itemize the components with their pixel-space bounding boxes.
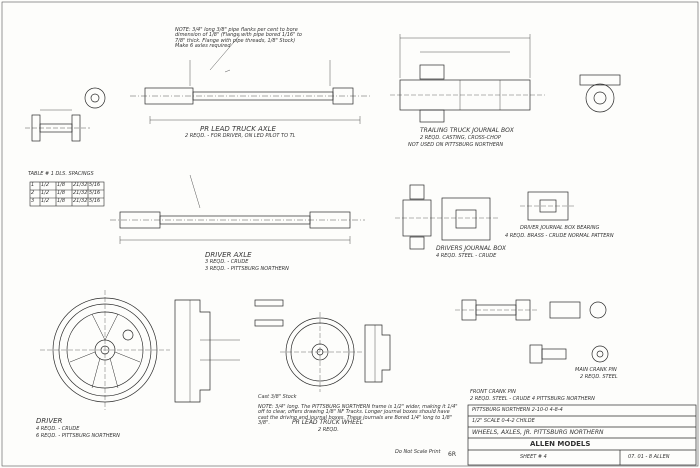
driver-journal-box-drawing: DRIVER JOURNAL BOX BEARING bbox=[520, 225, 600, 231]
driver-sub1: 4 REQD. - CRUDE bbox=[36, 426, 80, 432]
journal-box-bearing-view bbox=[520, 191, 576, 221]
driver-axle-label: DRIVER AXLE bbox=[205, 251, 252, 259]
driver-label: DRIVER bbox=[36, 417, 63, 425]
table-cell: 21/32 bbox=[73, 190, 88, 196]
crank-pin-sub: 2 REQD. STEEL bbox=[580, 374, 618, 380]
table-cell: 1/8 bbox=[57, 190, 66, 196]
lead-truck-axle-label: PR LEAD TRUCK AXLE bbox=[200, 125, 276, 133]
drivers-journal-box-label: DRIVERS JOURNAL BOX bbox=[436, 245, 507, 252]
trailing-truck-journal-box bbox=[390, 34, 545, 123]
lead-truck-wheel-view bbox=[280, 312, 362, 392]
table-cell: 3 bbox=[31, 198, 35, 204]
revision-stamp: 6R bbox=[448, 451, 456, 458]
table-cell: 1/2 bbox=[41, 182, 50, 188]
crank-pin-label: MAIN CRANK PIN bbox=[575, 367, 617, 373]
table-cell: 21/32 bbox=[73, 182, 88, 188]
spacing-table bbox=[29, 181, 105, 207]
lead-truck-wheel-sub: 2 REQD. bbox=[318, 427, 339, 433]
table-cell: 21/32 bbox=[73, 198, 88, 204]
driver-wheel-section bbox=[174, 299, 240, 403]
driver-journal-box-sub: 4 REQD. BRASS - CRUDE NORMAL PATTERN bbox=[505, 233, 614, 239]
table-cell: 5/16 bbox=[89, 198, 101, 204]
wheelset-side-view bbox=[25, 109, 90, 142]
table-cell: 1/8 bbox=[57, 198, 66, 204]
crank-pin-view bbox=[455, 299, 607, 321]
pin-detail-view bbox=[254, 299, 284, 327]
title-line2: 1/2" SCALE 0-4-2 CHILDE bbox=[472, 418, 535, 424]
drawing-date: 07. 01 - 8 ALLEN bbox=[628, 454, 670, 460]
note-bottom: NOTE: 3/4" long. The PITTSBURG NORTHERN … bbox=[258, 404, 458, 426]
do-not-scale: Do Not Scale Print bbox=[395, 449, 441, 455]
table-title: TABLE # 1 DLS. SPACINGS bbox=[28, 171, 94, 177]
driver-sub2: 6 REQD. - PITTSBURG NORTHERN bbox=[36, 433, 120, 439]
table-cell: 5/16 bbox=[89, 182, 101, 188]
lead-truck-wheel-label: PR LEAD TRUCK WHEEL bbox=[292, 419, 364, 426]
company-name: ALLEN MODELS bbox=[530, 440, 591, 448]
sheet-number: SHEET # 4 bbox=[520, 454, 547, 460]
table-cell: 2 bbox=[31, 190, 35, 196]
front-crank-pin-sub: 2 REQD. STEEL - CRUDE 4 PITTSBURG NORTHE… bbox=[470, 396, 595, 402]
wheel-stock-note: Cast 3/8" Stock bbox=[258, 394, 297, 400]
title-line3: WHEELS, AXLES, JR. PITTSBURG NORTHERN bbox=[472, 429, 604, 436]
drivers-journal-box-view bbox=[395, 184, 500, 250]
journal-box-end-view bbox=[579, 74, 621, 113]
front-crank-pin-label: FRONT CRANK PIN bbox=[470, 389, 516, 395]
title-line1: PITTSBURG NORTHERN 2-10-0 4-8-4 bbox=[472, 407, 563, 413]
trailing-truck-journal-sub2: NOT USED ON PITTSBURG NORTHERN bbox=[408, 142, 504, 148]
trailing-truck-journal-label: TRAILING TRUCK JOURNAL BOX bbox=[420, 127, 514, 134]
driver-wheel-view bbox=[40, 290, 170, 410]
title-block-frame bbox=[467, 404, 697, 466]
lead-truck-axle-view bbox=[130, 34, 370, 124]
drivers-journal-box-sub: 4 REQD. STEEL - CRUDE bbox=[436, 253, 497, 259]
main-crank-pin-view bbox=[529, 344, 609, 364]
lead-truck-wheel-section bbox=[364, 324, 391, 383]
driver-axle-sub2: 3 REQD. - PITTSBURG NORTHERN bbox=[205, 266, 289, 272]
table-cell: 5/16 bbox=[89, 190, 101, 196]
driver-axle-view bbox=[110, 174, 365, 244]
axle-end-view bbox=[84, 87, 106, 109]
note-top: NOTE: 3/4" long 3/8" pipe flanks per cen… bbox=[175, 27, 302, 49]
table-cell: 1 bbox=[31, 182, 35, 188]
trailing-truck-journal-sub: 2 REQD. CASTING, CROSS-CHOP bbox=[420, 135, 501, 141]
lead-truck-axle-sub: 2 REQD. - FOR DRIVER, ON LED PILOT TO TL bbox=[185, 133, 296, 139]
table-cell: 1/8 bbox=[57, 182, 66, 188]
table-cell: 1/2 bbox=[41, 190, 50, 196]
table-cell: 1/2 bbox=[41, 198, 50, 204]
driver-axle-sub1: 3 REQD. - CRUDE bbox=[205, 259, 249, 265]
